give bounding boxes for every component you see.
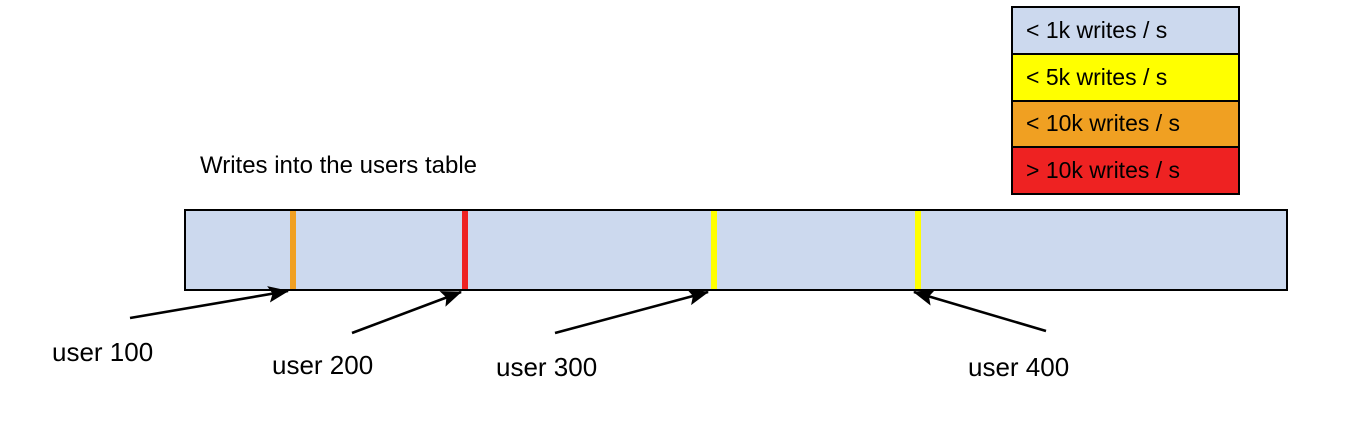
legend-label-lt-1k: < 1k writes / s [1026,16,1168,43]
legend-row-lt-5k: < 5k writes / s [1013,54,1238,102]
chart-title: Writes into the users table [200,152,478,179]
label-user-100: user 100 [52,337,154,367]
legend-label-lt-10k: < 10k writes / s [1026,110,1181,137]
legend-label-lt-5k: < 5k writes / s [1026,63,1168,90]
marker-user-200 [462,211,468,289]
marker-user-100 [290,211,296,289]
arrow-user-200 [351,290,462,335]
legend-label-gt-10k: > 10k writes / s [1026,157,1181,184]
legend-row-lt-1k: < 1k writes / s [1013,8,1238,55]
label-user-400: user 400 [968,352,1070,382]
marker-user-400 [915,211,921,289]
label-user-200: user 200 [272,350,374,380]
label-user-300: user 300 [496,352,598,382]
marker-user-300 [711,211,717,289]
write-rate-legend: < 1k writes / s < 5k writes / s < 10k wr… [1011,6,1240,195]
arrow-user-400 [913,289,1047,333]
arrow-user-100 [129,286,290,320]
legend-row-gt-10k: > 10k writes / s [1013,148,1238,193]
legend-row-lt-10k: < 10k writes / s [1013,101,1238,149]
arrow-user-300 [554,289,710,335]
users-table-write-bar [184,209,1288,291]
